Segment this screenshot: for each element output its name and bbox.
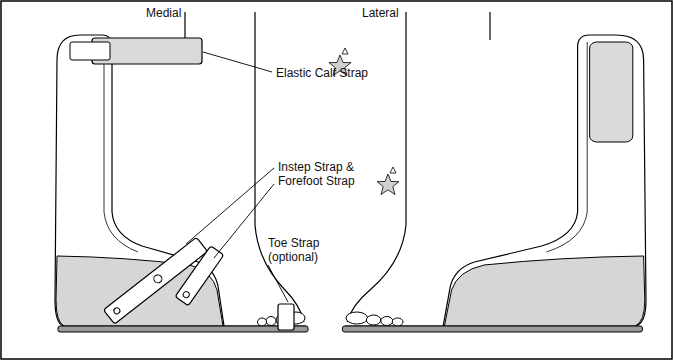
part-label: Toe Strap (optional): [268, 236, 338, 264]
part-label: Elastic Calf Strap: [276, 66, 386, 80]
view-label: Medial: [146, 6, 186, 20]
view-label: Lateral: [362, 6, 406, 20]
lateral-orthosis: [342, 12, 646, 332]
medial-orthosis: [55, 12, 308, 332]
warning-star: [377, 167, 399, 195]
part-label: Instep Strap & Forefoot Strap: [278, 160, 378, 188]
